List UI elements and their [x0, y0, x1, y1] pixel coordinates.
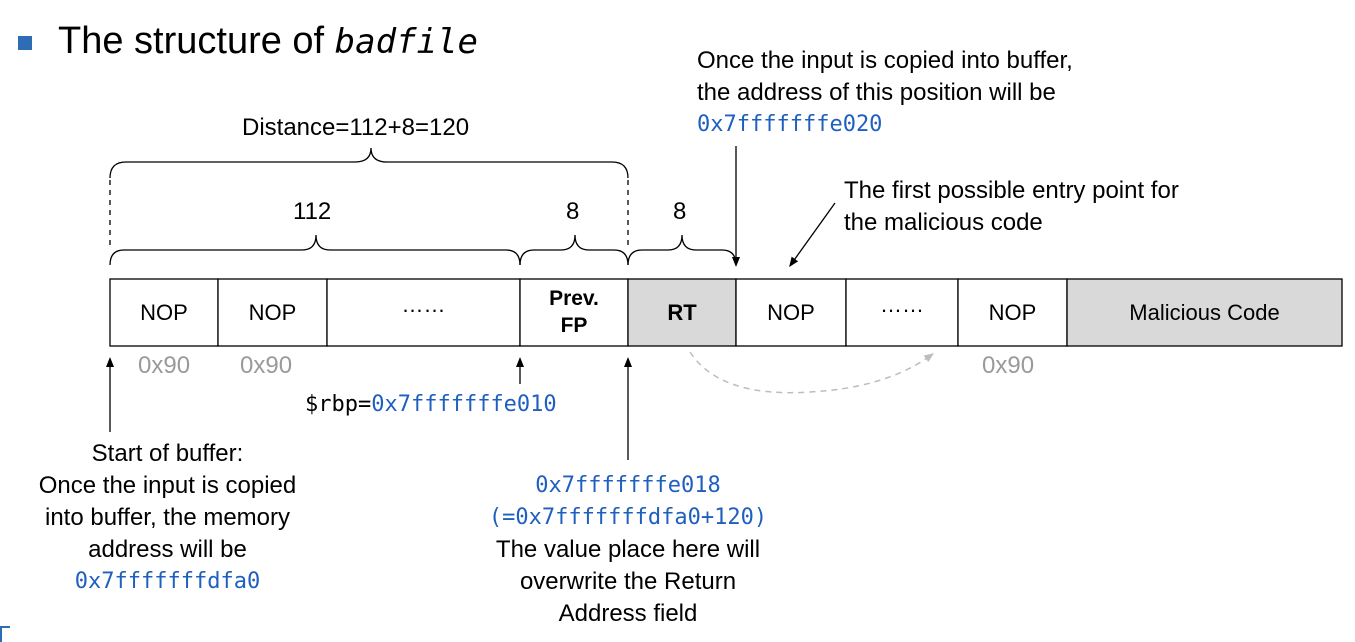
page-title: The structure of badfile — [58, 18, 478, 65]
arrow-entry-point — [789, 202, 836, 268]
brace-8-fp — [519, 234, 629, 266]
cell-nop-3 — [735, 278, 847, 347]
hex-0x90-b: 0x90 — [240, 352, 293, 379]
cell-label-ellipsis-1: …… — [401, 291, 446, 317]
return-address-note: 0x7fffffffe018 (=0x7fffffffdfa0+120) The… — [452, 470, 804, 630]
cell-nop-2 — [217, 278, 328, 347]
title-emphasis: badfile — [334, 22, 478, 62]
ret-note-line2: overwrite the Return — [519, 568, 737, 595]
top-right-note-line2: the address of this position will be — [697, 79, 1056, 106]
rbp-value: 0x7fffffffe010 — [371, 392, 557, 417]
cell-ellipsis-2 — [845, 278, 959, 347]
start-of-buffer-note: Start of buffer: Once the input is copie… — [10, 438, 325, 598]
hex-0x90-a: 0x90 — [138, 352, 191, 379]
cell-label-prev-fp: Prev. FP — [520, 285, 628, 339]
start-note-line3: into buffer, the memory — [44, 504, 290, 531]
distance-brace — [109, 147, 629, 179]
top-right-note-line1: Once the input is copied into buffer, — [697, 47, 1073, 74]
segment-label-112: 112 — [293, 198, 332, 225]
start-note-line4: address will be — [88, 536, 247, 563]
cell-label-malicious-code: Malicious Code — [1129, 299, 1280, 325]
segment-label-8-rt: 8 — [673, 198, 687, 225]
entry-point-note-line1: The first possible entry point for — [844, 177, 1179, 204]
ret-note-addr2: (=0x7fffffffdfa0+120) — [488, 505, 768, 530]
cell-prev-fp — [519, 278, 629, 347]
cell-nop-4 — [957, 278, 1068, 347]
brace-8-rt — [627, 234, 737, 266]
title-prefix: The structure of — [58, 20, 335, 62]
cell-rt — [627, 278, 737, 347]
cell-label-rt: RT — [667, 299, 697, 325]
entry-point-note-line2: the malicious code — [844, 209, 1043, 236]
cell-label-ellipsis-2: …… — [880, 291, 924, 317]
segment-label-8-fp: 8 — [566, 198, 580, 225]
rbp-label: $rbp=0x7fffffffe010 — [305, 390, 557, 420]
curved-jump-arrow — [689, 351, 935, 394]
cell-malicious-code — [1066, 278, 1343, 347]
cell-label-nop-4: NOP — [988, 299, 1037, 325]
rbp-prefix: $rbp= — [305, 392, 372, 417]
start-note-addr: 0x7fffffffdfa0 — [74, 569, 261, 594]
top-right-note: Once the input is copied into buffer, th… — [697, 45, 1073, 141]
cell-label-nop-1: NOP — [140, 299, 188, 325]
hex-0x90-c: 0x90 — [982, 352, 1035, 379]
top-right-note-addr: 0x7fffffffe020 — [697, 112, 883, 137]
ret-note-addr1: 0x7fffffffe018 — [535, 473, 721, 498]
title-bullet-icon — [18, 36, 32, 50]
cell-label-nop-3: NOP — [767, 299, 815, 325]
start-note-line1: Start of buffer: — [91, 440, 244, 467]
brace-112 — [109, 234, 521, 266]
start-note-line2: Once the input is copied — [38, 472, 297, 499]
cell-label-prev: Prev. — [549, 287, 599, 310]
cell-label-fp: FP — [560, 314, 588, 337]
cell-label-nop-2: NOP — [248, 299, 297, 325]
entry-point-note: The first possible entry point for the m… — [844, 175, 1179, 239]
memory-cells — [109, 278, 1343, 347]
ret-note-line3: Address field — [558, 600, 698, 627]
corner-mark-icon — [0, 626, 10, 642]
distance-label: Distance=112+8=120 — [242, 114, 470, 141]
cell-ellipsis-1 — [326, 278, 521, 347]
ret-note-line1: The value place here will — [495, 536, 761, 563]
